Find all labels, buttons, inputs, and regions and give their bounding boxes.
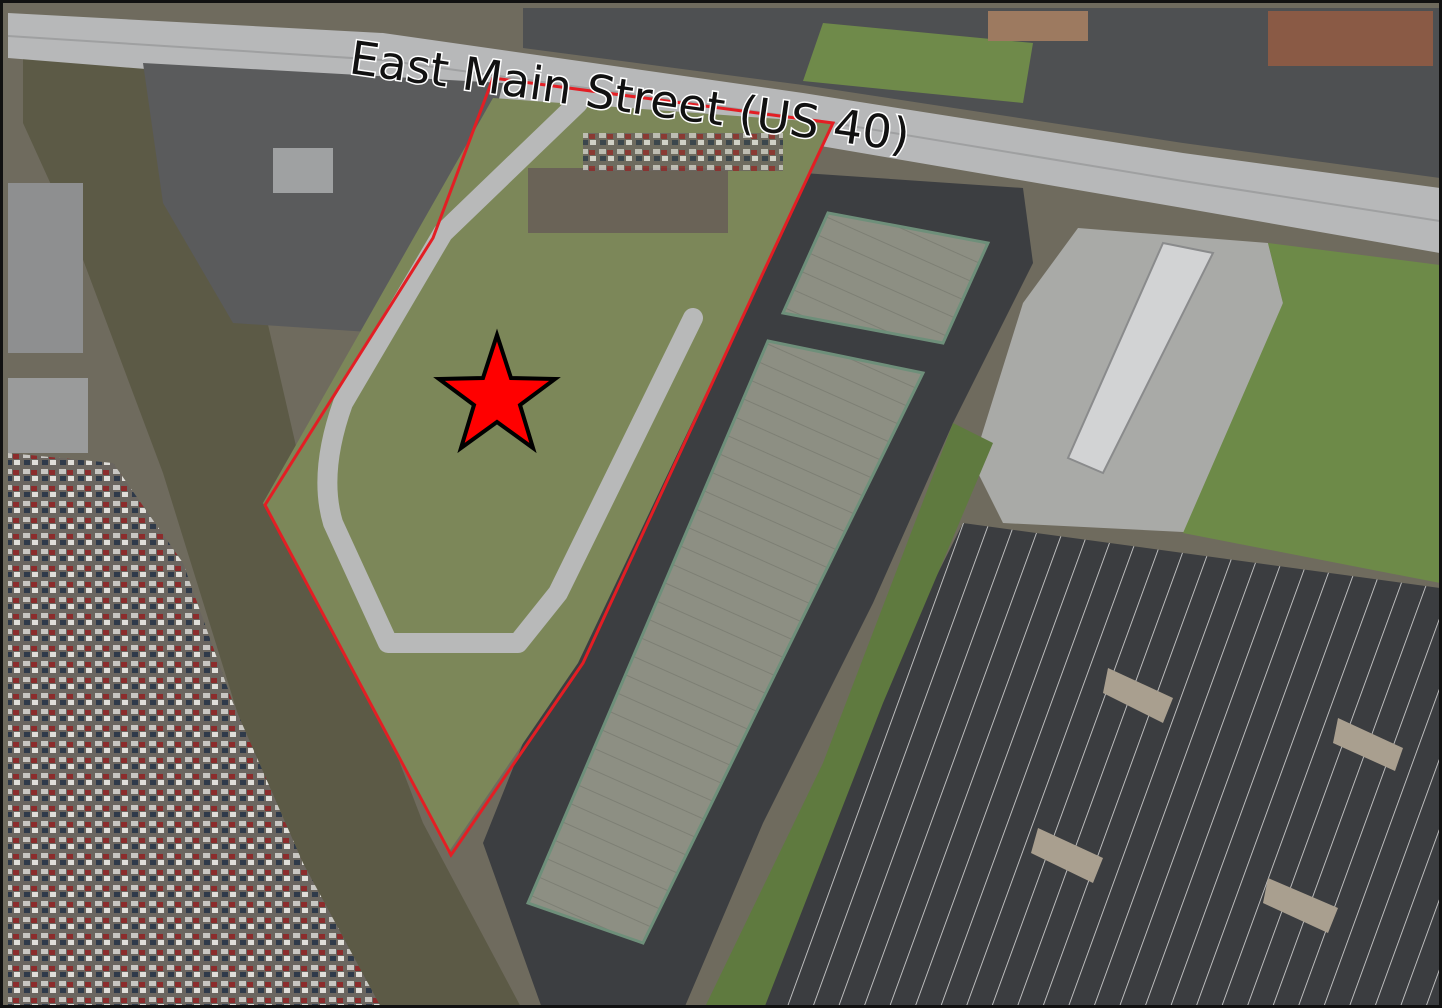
shed bbox=[273, 148, 333, 193]
storage-building-long bbox=[525, 339, 926, 945]
wooded-strip bbox=[23, 43, 520, 1005]
east-main-street bbox=[8, 13, 1439, 253]
parcel-parking bbox=[583, 133, 783, 171]
storage-building-small bbox=[780, 211, 991, 345]
north-lawn bbox=[803, 23, 1033, 103]
salvage-yard bbox=[8, 453, 380, 1005]
parking-island-2 bbox=[1333, 718, 1403, 771]
parcel-boundary bbox=[263, 76, 836, 858]
walking-path bbox=[317, 93, 703, 653]
industrial-building-2 bbox=[8, 378, 88, 453]
east-lawn bbox=[1183, 243, 1439, 583]
parcel-building bbox=[528, 168, 728, 233]
parking-island-4 bbox=[1263, 878, 1338, 933]
star-icon bbox=[433, 328, 561, 454]
aerial-map: East Main Street (US 40) bbox=[3, 3, 1439, 1005]
gas-station-canopy bbox=[1066, 241, 1215, 475]
industrial-building bbox=[8, 183, 83, 353]
parking-island-3 bbox=[1031, 828, 1103, 883]
green-strip bbox=[705, 423, 993, 1005]
north-building-2 bbox=[988, 11, 1088, 41]
north-building bbox=[1268, 11, 1433, 66]
parking-island bbox=[1103, 668, 1173, 723]
